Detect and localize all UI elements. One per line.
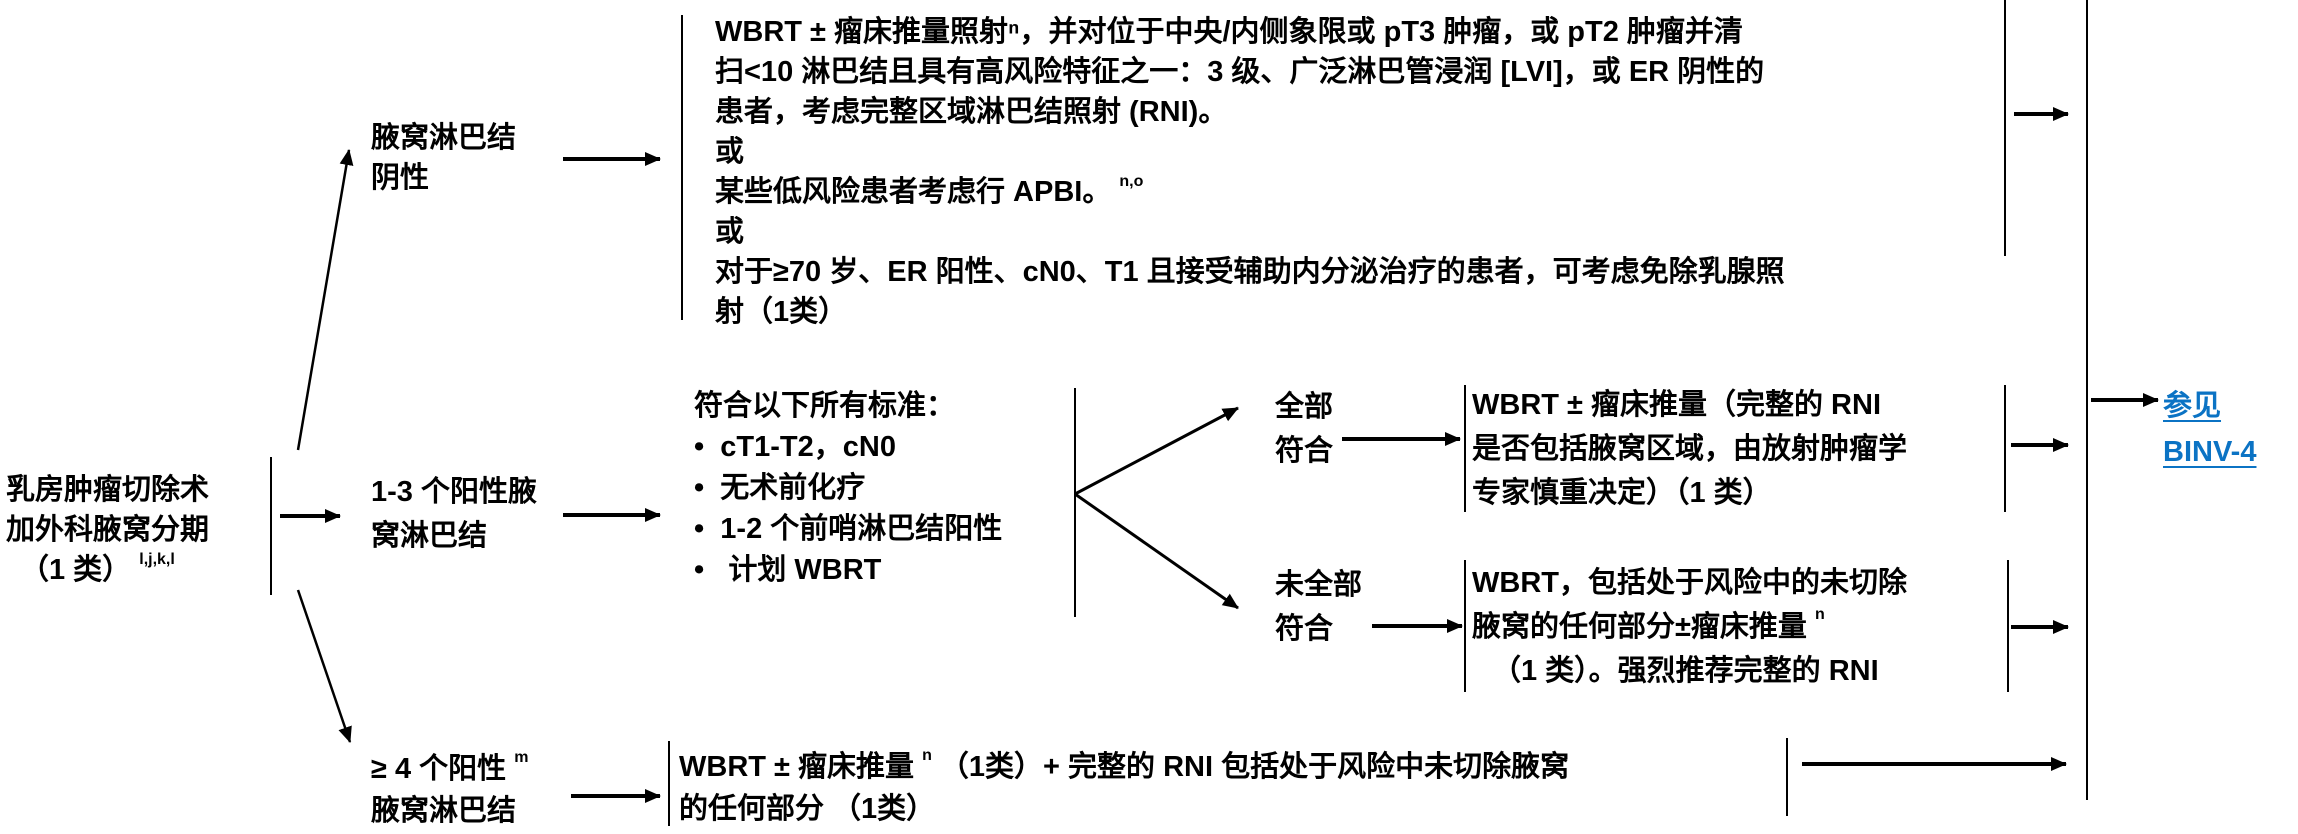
all-met-label: 全部 符合: [1275, 385, 1333, 473]
text: WBRT ± 瘤床推量照射: [715, 16, 1009, 48]
4plus-treatment: WBRT ± 瘤床推量 n （1类）+ 完整的 RNI 包括处于风险中未切除腋窝…: [679, 746, 1569, 830]
text: 患者，考虑完整区域淋巴结照射 (RNI)。: [715, 96, 1228, 128]
category: （1 类）: [20, 554, 132, 586]
label-line: 未全部: [1275, 569, 1363, 601]
text: 无术前化疗: [720, 472, 866, 504]
text: 计划 WBRT: [728, 554, 882, 586]
link-line[interactable]: BINV-4: [2163, 436, 2257, 468]
not-all-met-label: 未全部 符合: [1275, 563, 1362, 651]
text: WBRT ± 瘤床推量（完整的 RNI: [1472, 389, 1882, 421]
text: cT1-T2，cN0: [720, 431, 896, 463]
text: 某些低风险患者考虑行 APBI。: [715, 176, 1112, 208]
text: ⁿ，并对位于中央/内侧象限或 pT3 肿瘤，或 pT2 肿瘤并清: [1008, 16, 1743, 48]
criteria-item: • 1-2 个前哨淋巴结阳性: [694, 513, 1003, 545]
text: 是否包括腋窝区域，由放射肿瘤学: [1472, 433, 1908, 465]
text: 对于≥70 岁、ER 阳性、cN0、T1 且接受辅助内分泌治疗的患者，可考虑免除…: [715, 256, 1785, 288]
negative-label: 腋窝淋巴结 阴性: [371, 118, 516, 198]
text: WBRT ± 瘤床推量: [679, 751, 915, 783]
label-line: 符合: [1275, 613, 1334, 645]
arrow-to-4plus: [296, 589, 352, 743]
text: 的任何部分 （1类）: [679, 793, 936, 825]
start-node: 乳房肿瘤切除术 加外科腋窝分期 （1 类） l,j,k,l: [6, 470, 209, 590]
text: 腋窝的任何部分±瘤床推量: [1472, 611, 1807, 643]
text: 1-2 个前哨淋巴结阳性: [720, 513, 1003, 545]
label-line: 1-3 个阳性腋: [371, 476, 537, 508]
start-line: （1 类） l,j,k,l: [6, 550, 209, 590]
arrow-to-negative: [296, 149, 354, 451]
link-line[interactable]: 参见: [2163, 390, 2222, 422]
footnote-ref: n: [922, 747, 932, 764]
footnote-ref: n,o: [1119, 173, 1144, 190]
criteria-item: • 计划 WBRT: [694, 554, 882, 586]
text: （1 类）。强烈推荐完整的 RNI: [1492, 655, 1879, 687]
label-line: 符合: [1275, 435, 1334, 467]
criteria-title: 符合以下所有标准：: [694, 390, 956, 422]
criteria-item: • cT1-T2，cN0: [694, 431, 896, 463]
text: 专家慎重决定）（1 类）: [1472, 477, 1772, 509]
not-all-met-treatment: WBRT，包括处于风险中的未切除 腋窝的任何部分±瘤床推量 n （1 类）。强烈…: [1472, 561, 1907, 693]
label-line: 腋窝淋巴结: [371, 795, 517, 827]
start-line: 加外科腋窝分期: [6, 514, 210, 546]
footnote-ref: m: [514, 749, 529, 766]
or-text: 或: [715, 136, 745, 168]
criteria-list: 符合以下所有标准： • cT1-T2，cN0 • 无术前化疗 • 1-2 个前哨…: [694, 386, 1002, 591]
text: 扫<10 淋巴结且具有高风险特征之一：3 级、广泛淋巴管浸润 [LVI]，或 E…: [715, 56, 1765, 88]
or-text: 或: [715, 216, 745, 248]
1-3-positive-label: 1-3 个阳性腋 窝淋巴结: [371, 470, 537, 558]
4plus-label: ≥ 4 个阳性 m 腋窝淋巴结: [371, 748, 528, 832]
footnote-ref: n: [1814, 606, 1825, 623]
label-line: 阴性: [371, 162, 430, 194]
criteria-item: • 无术前化疗: [694, 472, 866, 504]
start-line: 乳房肿瘤切除术: [6, 474, 210, 506]
text: （1类）+ 完整的 RNI 包括处于风险中未切除腋窝: [939, 751, 1570, 783]
text: 射（1类）: [715, 296, 848, 328]
footnote-ref: l,j,k,l: [139, 551, 175, 568]
negative-treatment: WBRT ± 瘤床推量照射ⁿ，并对位于中央/内侧象限或 pT3 肿瘤，或 pT2…: [715, 12, 1785, 332]
label-line: 腋窝淋巴结: [371, 122, 517, 154]
see-binv-4-link[interactable]: 参见 BINV-4: [2163, 383, 2256, 475]
text: WBRT，包括处于风险中的未切除: [1472, 567, 1907, 599]
all-met-treatment: WBRT ± 瘤床推量（完整的 RNI 是否包括腋窝区域，由放射肿瘤学 专家慎重…: [1472, 383, 1907, 515]
label-line: 全部: [1275, 391, 1334, 423]
label-line: 窝淋巴结: [371, 520, 488, 552]
text: ≥ 4 个阳性: [371, 753, 507, 785]
